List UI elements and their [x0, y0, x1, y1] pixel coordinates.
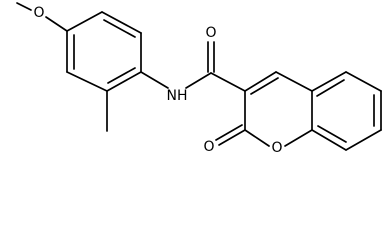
nitrogen-to-carbonyl-bond: [185, 72, 212, 89]
phenyl-bond-4-inner: [107, 67, 136, 84]
phenyl-bond-4: [106, 71, 142, 92]
lactone-carbonyl-bond-a: [218, 129, 246, 146]
pyranone-c4-c4a-bond: [275, 71, 313, 92]
structure-diagram: O O NH O O: [16, 2, 382, 156]
pyranone-c3-c4-bond: [244, 71, 277, 92]
amide-oxygen-label: O: [205, 25, 216, 41]
lactone-carbonyl-oxygen-label: O: [203, 139, 214, 155]
phenyl-bond-2-inner: [103, 19, 136, 38]
benzo-bond-2: [345, 71, 382, 92]
phenyl-bond-1: [66, 11, 103, 32]
carbonyl-to-coumarin-bond: [210, 72, 246, 92]
pyranone-c8a-oxygen-bond: [284, 129, 313, 147]
amide-nitrogen-label: NH: [167, 88, 188, 104]
benzo-bond-4: [345, 129, 382, 151]
methyl-to-oxygen-bond: [16, 2, 32, 11]
ring-oxygen-label: O: [271, 140, 282, 156]
oxygen-to-ring-bond: [45, 16, 68, 32]
methoxy-oxygen-label: O: [33, 5, 44, 21]
lactone-carbonyl-bond-b: [215, 124, 243, 141]
phenyl-bond-5: [66, 71, 108, 92]
pyranone-oxygen-c2-bond: [244, 129, 270, 147]
benzo-bond-5-inner: [317, 125, 347, 143]
phenyl-to-nitrogen-bond: [140, 71, 169, 89]
benzo-bond-1: [311, 71, 347, 92]
phenyl-bond-2: [101, 11, 142, 34]
pyranone-c3-c4-inner: [250, 77, 279, 95]
benzo-bond-5: [311, 129, 347, 151]
chemical-structure-canvas: O O NH O O: [16, 2, 382, 156]
benzo-bond-1-inner: [316, 79, 345, 97]
